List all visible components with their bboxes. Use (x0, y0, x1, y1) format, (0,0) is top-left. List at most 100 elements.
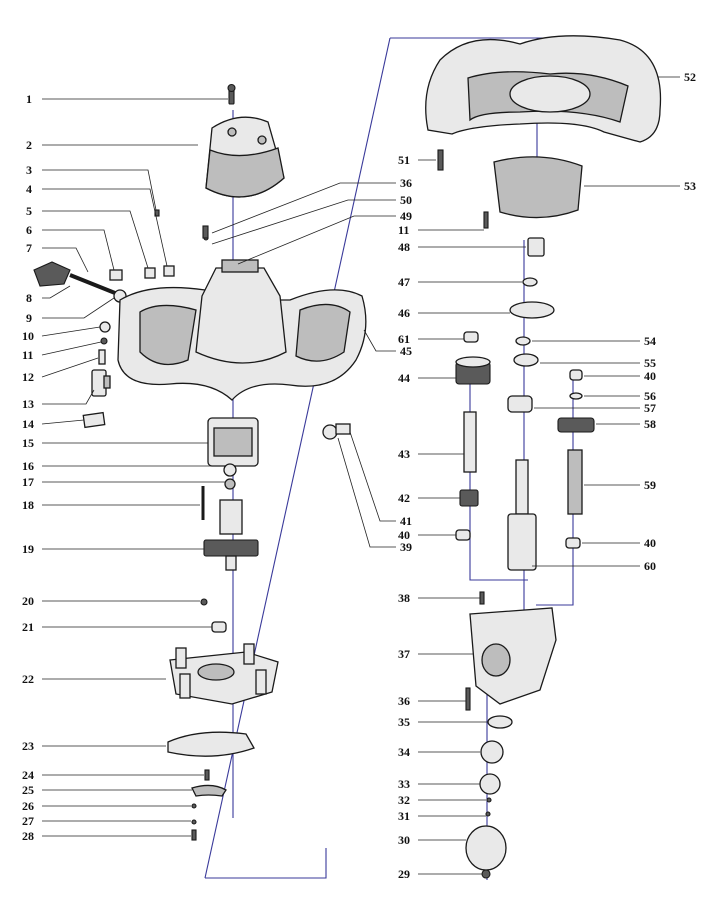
label-61: 61 (398, 332, 410, 346)
part-labels: 1 2 3 4 5 6 7 8 9 10 11 12 13 14 15 16 1… (22, 70, 696, 881)
label-36-left: 36 (400, 176, 412, 190)
part-37-gearbox (469, 607, 557, 705)
part-55-clip (513, 353, 539, 367)
label-18: 18 (22, 498, 34, 512)
label-5: 5 (26, 204, 32, 218)
part-61-bearing (463, 331, 479, 343)
label-20: 20 (22, 594, 34, 608)
label-9: 9 (26, 311, 32, 325)
part-36-screw-right (465, 687, 471, 711)
label-38: 38 (398, 591, 410, 605)
label-4: 4 (26, 182, 32, 196)
part-25-cover (191, 784, 227, 797)
label-49: 49 (400, 209, 412, 223)
label-40-top: 40 (644, 369, 656, 383)
part-39-bracket (322, 423, 351, 440)
part-59-shaft (567, 449, 583, 515)
label-57: 57 (644, 401, 656, 415)
part-19-armature (203, 499, 259, 571)
label-27: 27 (22, 814, 34, 828)
label-17: 17 (22, 475, 34, 489)
label-26: 26 (22, 799, 34, 813)
part-31-washer (485, 811, 491, 817)
part-14-plate (82, 411, 106, 429)
part-38-pin (479, 591, 485, 605)
part-58-gear (557, 417, 595, 433)
part-33-clip (479, 773, 501, 795)
part-32-washer (486, 797, 492, 803)
label-48: 48 (398, 240, 410, 254)
part-21-bearing (211, 621, 227, 633)
part-4-clip (163, 265, 175, 277)
part-47-ring (522, 277, 538, 287)
label-2: 2 (26, 138, 32, 152)
label-50: 50 (400, 193, 412, 207)
label-56: 56 (644, 389, 656, 403)
label-51: 51 (398, 153, 410, 167)
part-6-block (109, 269, 123, 281)
label-13: 13 (22, 397, 34, 411)
part-23-gasket (167, 731, 255, 757)
label-40-right: 40 (644, 536, 656, 550)
part-52-guard (425, 35, 662, 143)
label-10: 10 (22, 329, 34, 343)
part-30-hub (465, 825, 507, 871)
label-40-left: 40 (398, 528, 410, 542)
parts-left (33, 83, 367, 841)
label-47: 47 (398, 275, 410, 289)
label-12: 12 (22, 370, 34, 384)
part-11-screw (100, 337, 108, 345)
label-16: 16 (22, 459, 34, 473)
label-8: 8 (26, 291, 32, 305)
parts-right (425, 35, 662, 879)
label-44: 44 (398, 371, 410, 385)
label-59: 59 (644, 478, 656, 492)
label-3: 3 (26, 163, 32, 177)
label-53: 53 (684, 179, 696, 193)
leader-lines (41, 76, 680, 875)
label-52: 52 (684, 70, 696, 84)
label-24: 24 (22, 768, 34, 782)
part-22-gear-housing (169, 643, 279, 705)
label-43: 43 (398, 447, 410, 461)
part-2-top-cap (205, 116, 285, 198)
part-24-pin (204, 769, 210, 781)
label-7: 7 (26, 241, 32, 255)
part-26-washer (191, 803, 197, 809)
part-11-screw-right (483, 211, 489, 229)
part-12-spring (98, 349, 106, 365)
label-45: 45 (400, 344, 412, 358)
part-44-gear (455, 356, 491, 385)
part-28-screw (191, 829, 197, 841)
part-13-switch (91, 369, 111, 397)
part-57-bushing (507, 395, 533, 413)
part-56-ring (569, 392, 583, 400)
part-5-clip (144, 267, 156, 279)
label-34: 34 (398, 745, 410, 759)
label-60: 60 (644, 559, 656, 573)
label-21: 21 (22, 620, 34, 634)
part-46-washer (509, 301, 555, 319)
label-23: 23 (22, 739, 34, 753)
label-31: 31 (398, 809, 410, 823)
part-43-shaft (463, 411, 477, 473)
part-34-bearing (480, 740, 504, 764)
part-1-screw (227, 83, 236, 105)
part-15-stator (207, 417, 259, 467)
label-11-left: 11 (22, 348, 33, 362)
part-51-screw (437, 149, 444, 171)
part-45-handle-housing (117, 259, 367, 401)
label-35: 35 (398, 715, 410, 729)
part-27-washer (191, 819, 197, 825)
part-40-bearing-top (569, 369, 583, 381)
label-30: 30 (398, 833, 410, 847)
label-19: 19 (22, 542, 34, 556)
label-39: 39 (400, 540, 412, 554)
label-54: 54 (644, 334, 656, 348)
label-29: 29 (398, 867, 410, 881)
label-37: 37 (398, 647, 410, 661)
part-17-washer (224, 478, 236, 490)
label-11-right: 11 (398, 223, 409, 237)
part-40-bearing-left (455, 529, 471, 541)
